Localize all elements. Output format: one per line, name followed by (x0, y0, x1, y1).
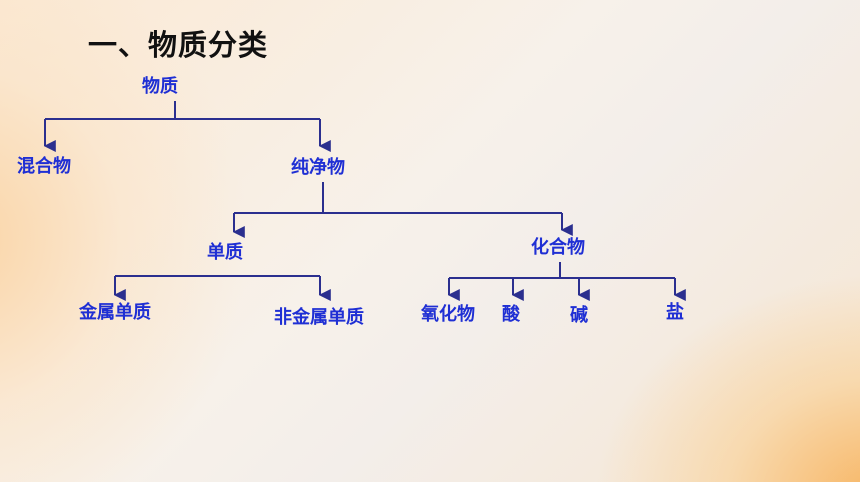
node-salt: 盐 (666, 302, 684, 323)
page-title: 一、物质分类 (88, 28, 269, 62)
node-metal: 金属单质 (79, 302, 151, 323)
node-compound: 化合物 (531, 237, 585, 258)
node-mixture: 混合物 (17, 156, 71, 177)
node-pure: 纯净物 (291, 157, 345, 178)
node-base: 碱 (570, 305, 588, 326)
node-nonmetal: 非金属单质 (274, 307, 364, 328)
node-element: 单质 (207, 242, 243, 263)
node-oxide: 氧化物 (421, 304, 475, 325)
node-acid: 酸 (502, 304, 520, 325)
node-matter: 物质 (142, 76, 178, 97)
